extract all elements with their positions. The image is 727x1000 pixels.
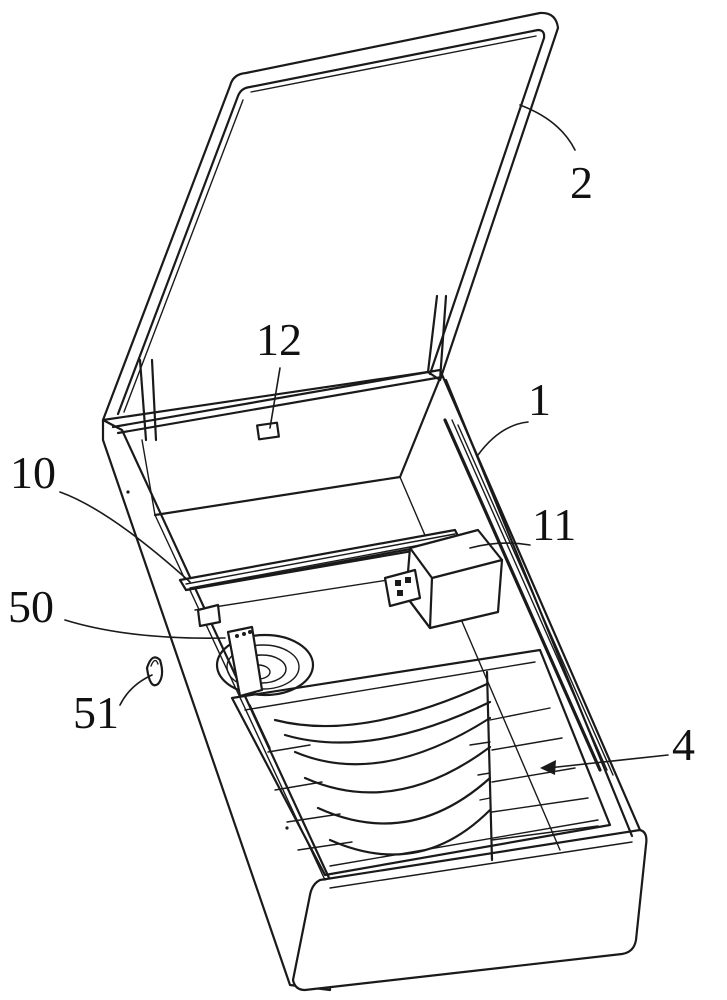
callout-rail: 10: [10, 447, 56, 498]
sensor: [256, 421, 280, 441]
callout-port: 51: [73, 687, 119, 738]
callout-drawer: 4: [672, 719, 695, 770]
leader-drawer: [547, 754, 669, 769]
callout-sensor: 12: [256, 314, 302, 365]
leader-port: [119, 674, 153, 706]
callout-motor: 50: [8, 581, 54, 632]
callout-lid: 2: [570, 157, 593, 208]
leader-lid: [519, 104, 576, 151]
leader-rail: [59, 491, 191, 583]
callout-housing: 1: [528, 374, 551, 425]
leader-sensor: [269, 367, 281, 429]
port: [145, 656, 164, 687]
motor: [196, 603, 315, 698]
leader-housing: [477, 421, 529, 456]
callout-control-box: 11: [532, 499, 576, 550]
leader-motor: [64, 619, 226, 639]
leader-control-box: [469, 542, 531, 549]
drawer-arrowhead: [540, 760, 556, 775]
control-box: [383, 528, 504, 630]
lid: [101, 11, 560, 442]
housing: [101, 368, 648, 992]
rail: [178, 528, 462, 611]
drawer: [230, 648, 612, 877]
leader-lines: [59, 104, 669, 775]
